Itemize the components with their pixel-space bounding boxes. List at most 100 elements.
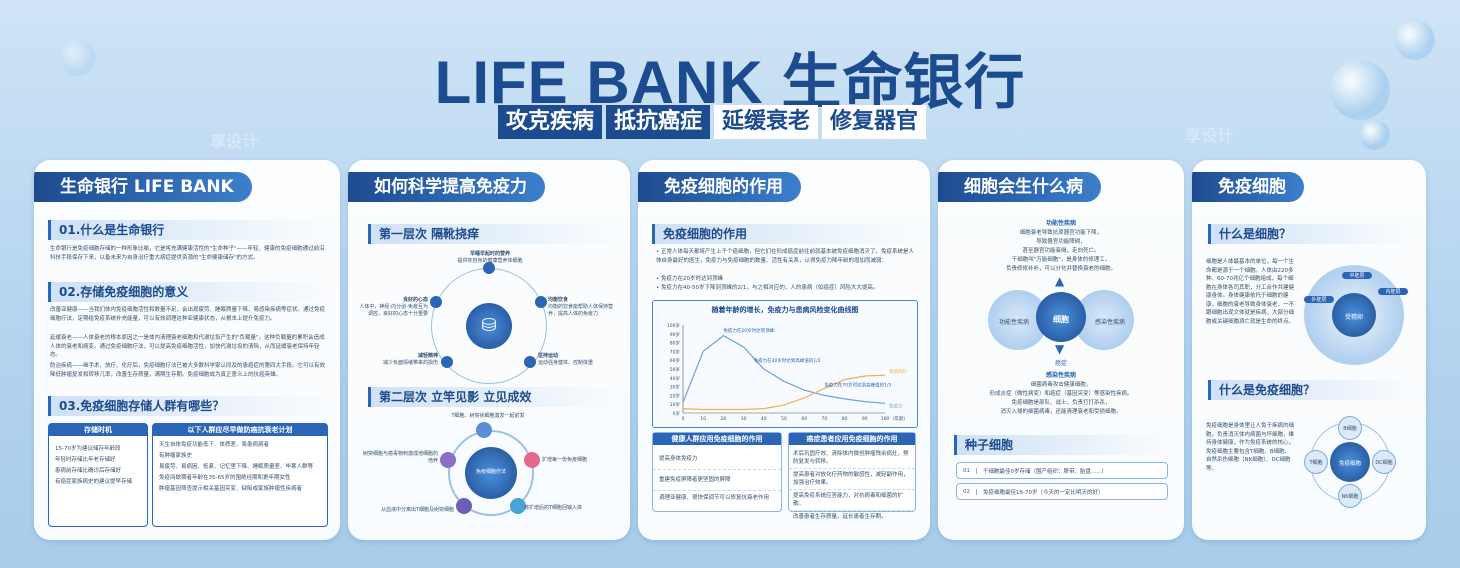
left-disease-label: 功能性疾病	[998, 319, 1029, 326]
cell-image	[476, 422, 492, 438]
series-line	[682, 334, 886, 404]
panel-title: 如何科学提高免疫力	[348, 172, 545, 202]
y-tick-label: 30岁	[670, 384, 680, 391]
paragraph: 细胞是人体最基本的单位，每一个生命都是源于一个细胞。人体由220多种、60-70…	[1206, 259, 1295, 325]
description-line: 形成炎症（微性病变）和癌症（基因突变）等感染性疾病。	[989, 391, 1133, 397]
description-line: 细胞衰老导致抗原器官功能下降，	[1019, 230, 1103, 236]
cell-label: DC细胞	[1375, 460, 1393, 466]
list-item: 术后巩固疗效、清除体内微创肿瘤残余病灶，预防复发与转移。	[789, 448, 915, 469]
x-tick-label: 100	[881, 416, 890, 422]
center-cell	[465, 447, 517, 499]
node-label: 减轻精神减少负面情绪带来的损伤	[358, 352, 438, 366]
disease-label: 功能性疾病	[1045, 220, 1076, 227]
zygote	[1332, 293, 1376, 337]
bullet-item: • 免疫力在40-50岁下降到顶峰的2/1，与之相对应的，人的患病（如癌症）风险…	[656, 285, 879, 291]
node-dot	[535, 296, 547, 308]
y-tick-label: 100岁	[667, 322, 680, 329]
chart-annotation: 免疫力在40岁时达到高峰值的1/2	[754, 357, 821, 364]
section-heading: 第一层次 隔靴挠痒	[368, 224, 618, 244]
x-tick-label: 80	[842, 416, 848, 422]
paragraph: 免疫细胞是身体里让人免于疾病的细胞，负责消灭体内病菌与坏细胞，维持身体健康，作为…	[1206, 423, 1295, 472]
cycle-center-label: 免疫细胞疗法	[475, 469, 506, 475]
panel-title: 生命银行 LIFE BANK	[34, 172, 252, 202]
list-item: 有肿瘤家族史	[159, 453, 193, 459]
database-icon: ⛁	[466, 303, 512, 349]
series-label: 患病风险	[889, 368, 907, 375]
cell-bubble	[1338, 416, 1362, 440]
watermark: 享设计	[1185, 126, 1234, 145]
disease-label: 感染性疾病	[1045, 372, 1076, 379]
right-disease-label: 感染性疾病	[1094, 319, 1125, 326]
section-heading: 免疫细胞的作用	[652, 224, 918, 244]
node-dot	[483, 262, 495, 274]
chart-title: 随着年龄的增长，免疫力与患病风险变化曲线图	[711, 306, 859, 314]
y-tick-label: 20岁	[670, 392, 680, 399]
paragraph: 延缓衰老——人体衰老的根本原因之一是体内清理衰老细胞和代谢垃圾产生的"负载量"，…	[50, 335, 325, 358]
bullet-text: 免疫力在40-50岁下降到顶峰的2/1，与之相对应的，人的患病（如癌症）风险大大…	[661, 285, 879, 291]
y-tick-label: 40岁	[670, 375, 680, 382]
ring-label: 中胚层	[1342, 272, 1372, 279]
molecule-bubble	[1330, 60, 1390, 120]
step-label: T细胞、树突状细胞激发一起前发	[451, 413, 525, 419]
step-label: 将扩增后的T细胞回输入体	[524, 505, 583, 511]
chart-annotation: 免疫力在70岁时达到高峰值的1/3	[824, 382, 891, 389]
step-label: 扩增每一份免疫细胞	[542, 457, 588, 463]
description-line: 干细胞叫"万能细胞"，是身体的修理工，	[1011, 257, 1111, 263]
cell-label: NK细胞	[1341, 494, 1359, 500]
section-heading: 种子细胞	[954, 435, 1168, 455]
y-tick-label: 80岁	[670, 340, 680, 347]
list-item: 有癌症家族病史的建议提早存储	[55, 479, 133, 485]
y-tick-label: 0岁	[673, 410, 680, 417]
x-axis-label: （年龄）	[890, 415, 908, 422]
list-item: 天生自体免疫功能低下、体质差、易患病病者	[159, 442, 270, 448]
ring-label: 内胚层	[1378, 288, 1408, 295]
seed-text: 免疫细胞最佳15-70岁（今天的一定比明天的好）	[983, 489, 1104, 496]
arrow-up-icon: ▲	[1055, 274, 1065, 288]
seed-row: 02 免疫细胞最佳15-70岁（今天的一定比明天的好）	[956, 483, 1168, 500]
immune-center-label: 免疫细胞	[1338, 461, 1361, 467]
list-item: 调理亚健康、很快保调节可以修复抗衰老作用	[659, 495, 770, 501]
tag-row: 攻克疾病 抵抗癌症 延缓衰老 修复器官	[498, 105, 927, 139]
core-label: 细胞	[1053, 315, 1069, 324]
list-item: 患病前存储比确诊后存储好	[55, 468, 122, 474]
cell-core	[1036, 292, 1086, 342]
node-dot	[441, 356, 453, 368]
cell-image	[510, 498, 526, 514]
node-title: 均衡饮食	[548, 297, 569, 303]
y-tick-label: 60岁	[670, 357, 680, 364]
target-group-box: 以下人群应尽早做防癌抗衰老计划 天生自体免疫功能低下、体质差、易患病病者 有肿瘤…	[152, 423, 328, 527]
list-item: 提高患者对放化疗药物的敏感性，减轻副作用，加强治疗效果。	[789, 469, 915, 490]
section-heading: 01.什么是生命银行	[48, 220, 328, 240]
paragraph: 防治疾病——继手术、放疗、化疗后，免疫细胞疗法已被大多数科学家认同及的患癌症的第…	[50, 363, 326, 378]
section-heading: 什么是免疫细胞？	[1208, 380, 1412, 400]
bullet-item: • 正常人体每天都将产生上千个癌细胞，但它们在形成癌症前往前就基本被免疫细胞消灭…	[656, 249, 915, 264]
page-title: LIFE BANK 生命银行	[434, 49, 1026, 116]
molecule-bubble	[1360, 120, 1390, 150]
step-label: 树突细胞与癌毒物刺激成培细胞的培养	[362, 451, 438, 464]
seed-number: 02	[957, 488, 977, 495]
bullet-text: 正常人体每天都将产生上千个癌细胞，但它们在形成癌症前往前就基本被免疫细胞消灭了。…	[656, 249, 915, 264]
zygote-label: 受精卵	[1344, 314, 1363, 321]
cell-image	[440, 452, 456, 468]
panel-immune-cell: 免疫细胞 什么是细胞？ 细胞是人体最基本的单位，每一个生命都是源于一个细胞。人体…	[1192, 160, 1426, 540]
list-item: 易疲劳、易病困、抵紧、记忆里下降、睡眠质量差、毕寒人群等	[159, 464, 314, 470]
x-tick-label: 0	[682, 416, 685, 422]
cell-bubble	[1304, 450, 1328, 474]
x-tick-label: 40	[761, 416, 767, 422]
seed-text: 干细胞最佳0岁存储（围产组织：脐带、胎盘......）	[983, 468, 1107, 475]
list-item: 提高身体免疫力	[653, 449, 781, 470]
list-item: 重建免疫屏障者更坚固的屏障	[653, 470, 781, 491]
list-item: 免疫间歇期者年龄在35-65岁的围绝经期和更年期女性	[159, 475, 291, 481]
cell-image	[456, 498, 472, 514]
node-title: 坚持运动	[538, 353, 559, 359]
molecule-bubble	[1395, 20, 1435, 60]
x-tick-label: 10	[700, 416, 706, 422]
list-item: 年轻时存储比年老存储好	[55, 457, 116, 463]
box-title: 以下人群应尽早做防癌抗衰老计划	[153, 424, 327, 436]
node-title: 早睡早起时的营养	[469, 251, 510, 257]
cancer-patient-box: 癌症患者应用免疫细胞的作用 术后巩固疗效、清除体内微创肿瘤残余病灶，预防复发与转…	[788, 432, 916, 520]
node-label: 均衡饮食均衡的饮食能帮助人体保持营养，提高人体的免疫力	[548, 296, 620, 317]
description-line: 导致器官功能障碍，	[1036, 239, 1086, 245]
section-heading: 什么是细胞？	[1208, 224, 1412, 244]
